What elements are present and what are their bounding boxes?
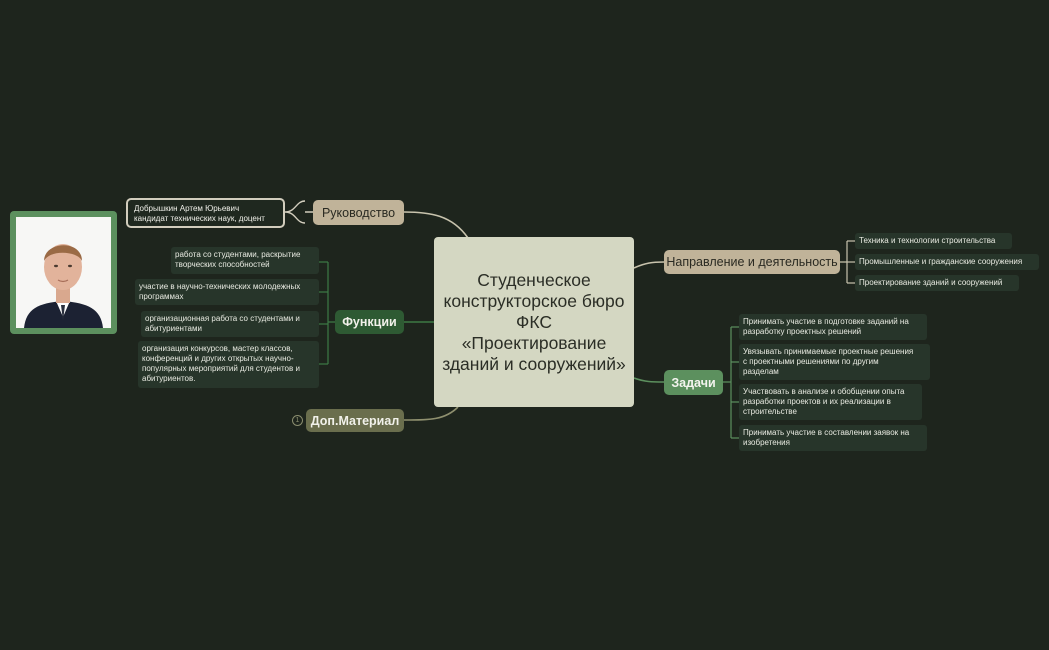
napravlenie-item[interactable]: Промышленные и гражданские сооружения [855,254,1039,270]
funkcii-item[interactable]: работа со студентами, раскрытие творческ… [171,247,319,274]
zadachi-item[interactable]: Увязывать принимаемые проектные решения … [739,344,930,380]
link-zadachi-bracket [723,327,732,438]
branch-rukovodstvo[interactable]: Руководство [313,200,404,225]
branch-zadachi-label: Задачи [671,375,716,390]
link-central-zadachi [633,377,665,383]
branch-funkcii[interactable]: Функции [335,310,404,334]
link-central-rukovodstvo [403,211,469,239]
zadachi-item[interactable]: Участвовать в анализе и обобщении опыта … [739,384,922,420]
collapse-toggle-icon[interactable]: 1 [292,415,303,426]
branch-rukovodstvo-label: Руководство [321,205,396,220]
link-funkcii-bracket [327,262,335,364]
branch-napravlenie-label: Направление и деятельность [666,255,838,269]
leader-info-node[interactable]: Добрышкин Артем Юрьевич кандидат техниче… [126,198,285,228]
central-topic-title: Студенческое конструкторское бюро ФКС «П… [442,269,626,374]
link-rukovodstvo-lead [284,200,313,224]
napravlenie-item[interactable]: Проектирование зданий и сооружений [855,275,1019,291]
link-napravlenie-bracket [840,241,848,283]
funkcii-item[interactable]: участие в научно-технических молодежных … [135,279,319,305]
funkcii-item[interactable]: организация конкурсов, мастер классов, к… [138,341,319,388]
zadachi-item[interactable]: Принимать участие в составлении заявок н… [739,425,927,451]
branch-dop-material[interactable]: Доп.Материал [306,409,404,432]
funkcii-item[interactable]: организационная работа со студентами и а… [141,311,319,337]
link-central-napravlenie [633,261,665,269]
zadachi-item[interactable]: Принимать участие в подготовке заданий н… [739,314,927,340]
portrait-icon [16,217,111,328]
branch-zadachi[interactable]: Задачи [664,370,723,395]
portrait-photo[interactable] [10,211,117,334]
link-central-dop [403,406,459,421]
link-photo [117,214,126,272]
branch-funkcii-label: Функции [342,315,397,329]
central-topic[interactable]: Студенческое конструкторское бюро ФКС «П… [434,237,634,407]
branch-napravlenie[interactable]: Направление и деятельность [664,250,840,274]
branch-dop-material-label: Доп.Материал [310,413,400,428]
napravlenie-item[interactable]: Техника и технологии строительства [855,233,1012,249]
